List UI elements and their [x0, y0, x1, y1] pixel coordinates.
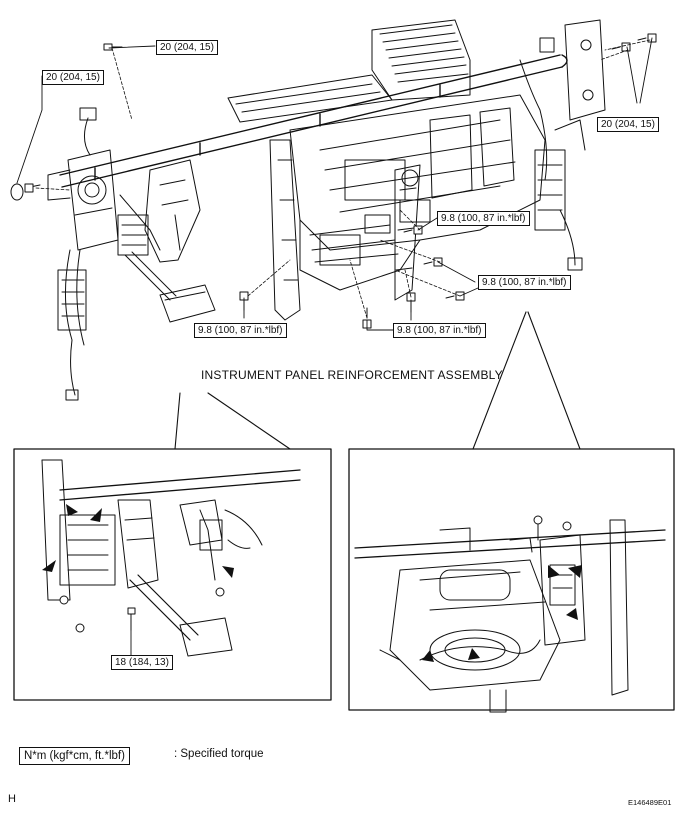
left-side-bracket	[47, 149, 119, 251]
torque-callout-top-center: 20 (204, 15)	[156, 40, 218, 55]
center-stay	[269, 139, 421, 321]
assembly-caption: INSTRUMENT PANEL REINFORCEMENT ASSEMBLY	[201, 368, 503, 382]
inset-right-drawing	[354, 515, 666, 713]
inset-right-frame	[348, 448, 675, 711]
brake-pedal	[124, 251, 216, 323]
torque-callout-mid-right-lower: 9.8 (100, 87 in.*lbf)	[478, 275, 571, 290]
callout-wedges	[174, 311, 581, 450]
legend-description: : Specified torque	[174, 748, 264, 760]
bolt-inset-left	[127, 607, 136, 631]
corner-letter: H	[8, 793, 16, 805]
torque-callout-top-right: 20 (204, 15)	[597, 117, 659, 132]
hvac-unit	[289, 94, 546, 291]
torque-callout-bottom-center-right: 9.8 (100, 87 in.*lbf)	[393, 323, 486, 338]
legend-unit-box: N*m (kgf*cm, ft.*lbf)	[19, 747, 130, 765]
bolt-top-center	[103, 43, 123, 51]
steering-support	[144, 159, 201, 263]
hvac-duct	[227, 19, 471, 123]
bolt-mid-right-1	[403, 225, 423, 235]
guide-lines	[35, 39, 651, 319]
torque-callout-top-left: 20 (204, 15)	[42, 70, 104, 85]
torque-callout-mid-right-upper: 9.8 (100, 87 in.*lbf)	[437, 211, 530, 226]
figure-id: E146489E01	[628, 798, 672, 807]
left-wiring	[57, 107, 161, 401]
inset-right-arrows	[422, 565, 582, 662]
inset-left-drawing	[41, 459, 301, 657]
bolt-mid-right-3	[445, 291, 465, 301]
inset-left-frame	[13, 448, 332, 701]
inset-left-arrows	[42, 504, 234, 578]
torque-callout-bottom-center-left: 9.8 (100, 87 in.*lbf)	[194, 323, 287, 338]
torque-callout-inset-left: 18 (184, 13)	[111, 655, 173, 670]
right-side-bracket	[519, 19, 606, 271]
bolt-left	[10, 183, 41, 201]
reinforcement-beam	[59, 54, 568, 188]
main-assembly-drawing	[10, 19, 657, 401]
